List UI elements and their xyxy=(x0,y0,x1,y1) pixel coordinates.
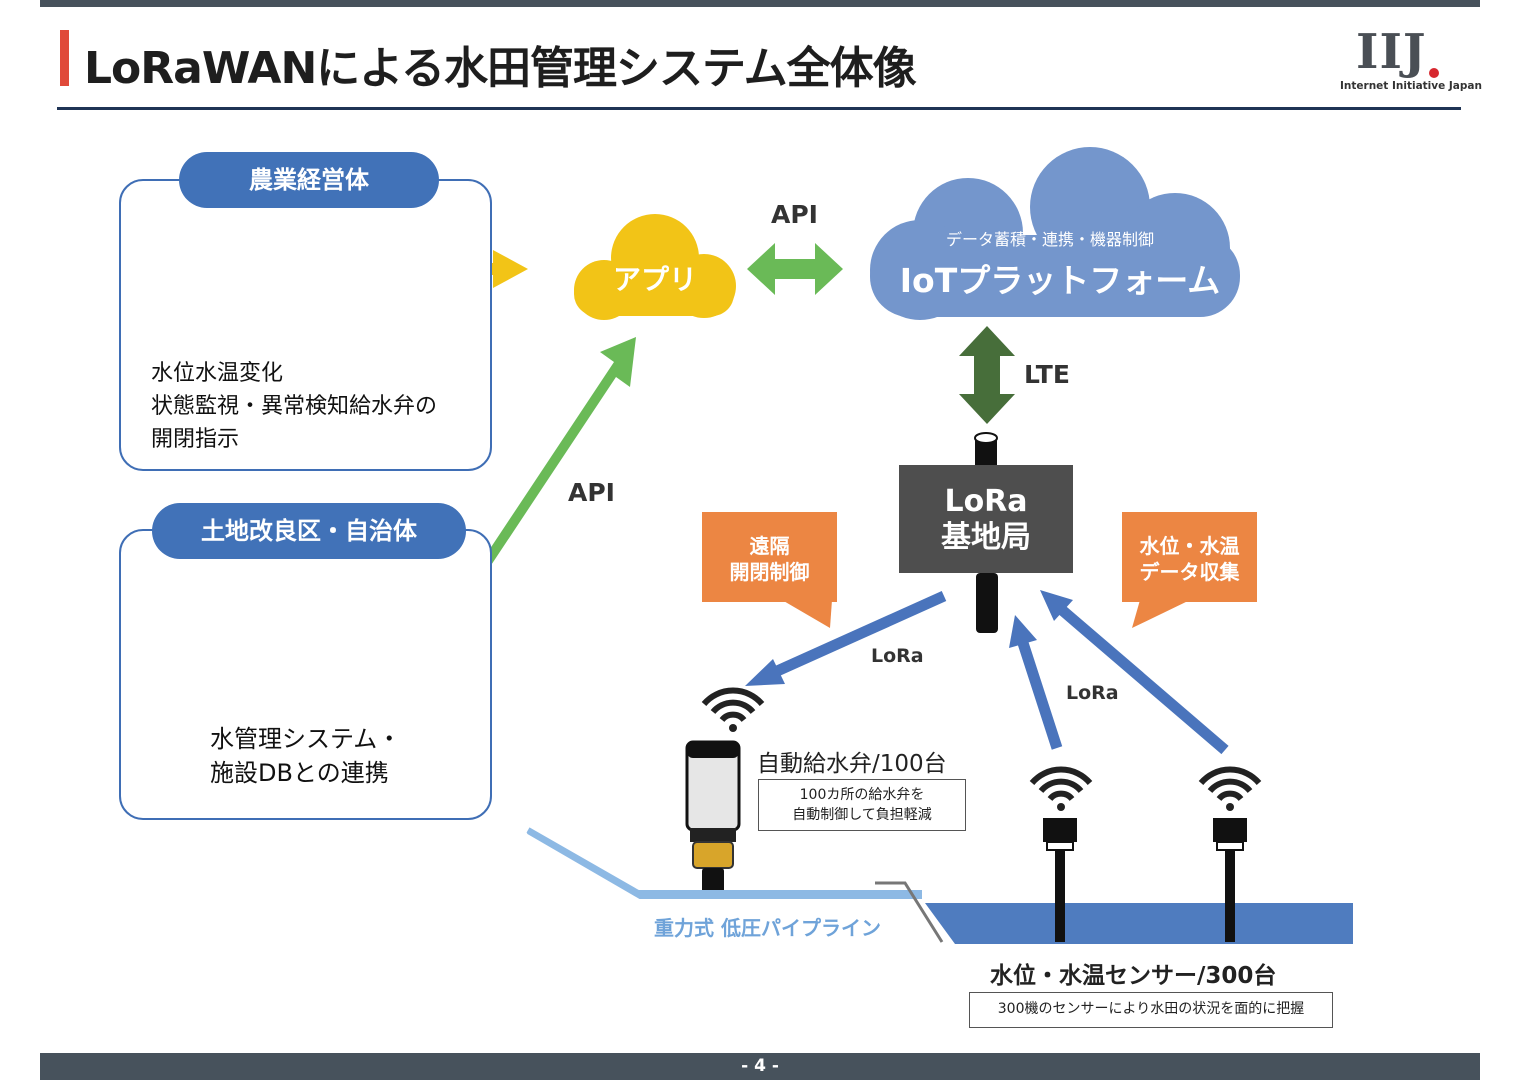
valve-note: 100カ所の給水弁を 自動制御して負担軽減 xyxy=(758,779,966,831)
valve-wifi-icon xyxy=(704,691,762,732)
municipality-panel-text: 水管理システム・ 施設DBとの連携 xyxy=(210,722,401,790)
sensor-wifi-icon xyxy=(1201,770,1259,811)
valve-note-line: 自動制御して負担軽減 xyxy=(792,807,932,823)
logo-text: Internet Initiative Japan xyxy=(1340,80,1482,92)
sensor-title: 水位・水温センサー/300台 xyxy=(990,963,1277,989)
base-station-line1: LoRa xyxy=(944,484,1028,519)
iij-logo: IIJ Internet Initiative Japan xyxy=(1340,24,1482,96)
api-label-diagonal: API xyxy=(568,478,615,507)
water-sensor-icon xyxy=(1043,818,1077,942)
title-accent-bar xyxy=(60,30,69,86)
valve-title: 自動給水弁/100台 xyxy=(757,751,947,777)
lte-double-arrow xyxy=(959,326,1015,424)
lora-base-station: LoRa 基地局 xyxy=(899,465,1073,573)
api-double-arrow xyxy=(747,243,843,295)
lora-arrow-from-sensor-2 xyxy=(1040,590,1229,755)
app-cloud-icon xyxy=(574,214,736,320)
farmer-panel-line: 開閉指示 xyxy=(151,427,240,452)
app-label: アプリ xyxy=(612,263,697,296)
lora-label-left: LoRa xyxy=(871,645,924,667)
data-collection-line: 水位・水温 xyxy=(1139,534,1240,558)
farmer-panel xyxy=(119,179,492,471)
pipeline-icon xyxy=(526,827,944,943)
remote-control-line: 遠隔 xyxy=(749,534,790,558)
remote-control-line: 開閉制御 xyxy=(729,560,810,584)
municipality-panel-header: 土地改良区・自治体 xyxy=(152,503,466,559)
water-sensor-icon xyxy=(1213,818,1247,942)
data-collection-text: 水位・水温 データ収集 xyxy=(1122,533,1257,585)
pipeline-label: 重力式 低圧パイプライン xyxy=(654,916,881,940)
logo-dot xyxy=(1429,68,1439,78)
municipality-panel-line: 水管理システム・ xyxy=(210,725,402,753)
farmer-panel-text: 水位水温変化 状態監視・異常検知給水弁の 開閉指示 xyxy=(151,357,437,456)
api-label-top: API xyxy=(771,200,818,229)
page-title: LoRaWANによる水田管理システム全体像 xyxy=(84,43,917,94)
valve-note-line: 100カ所の給水弁を xyxy=(799,787,925,803)
iot-caption: データ蓄積・連携・機器制御 xyxy=(945,230,1154,249)
farmer-panel-line: 状態監視・異常検知給水弁の xyxy=(151,394,438,419)
lora-label-right: LoRa xyxy=(1066,682,1119,704)
bottom-bar xyxy=(40,1053,1480,1080)
lora-arrow-from-sensor-1 xyxy=(1009,615,1063,750)
base-station-antenna xyxy=(974,432,998,633)
iot-cloud-icon xyxy=(870,147,1240,320)
iot-platform-label: IoTプラットフォーム xyxy=(899,261,1221,300)
farmer-panel-line: 水位水温変化 xyxy=(151,361,284,386)
lora-arrow-to-valve xyxy=(745,590,947,686)
remote-control-text: 遠隔 開閉制御 xyxy=(702,533,837,585)
sensor-note: 300機のセンサーにより水田の状況を面的に把握 xyxy=(969,992,1333,1028)
sensor-wifi-icon xyxy=(1032,770,1090,811)
top-bar xyxy=(40,0,1480,7)
farmer-panel-header: 農業経営体 xyxy=(179,152,439,208)
title-rule xyxy=(57,107,1461,110)
base-station-line2: 基地局 xyxy=(941,520,1031,555)
municipality-panel-line: 施設DBとの連携 xyxy=(210,759,389,787)
remote-control-callout xyxy=(702,512,837,628)
page-number: - 4 - xyxy=(741,1056,779,1076)
lte-label: LTE xyxy=(1024,360,1070,389)
data-collection-callout xyxy=(1122,512,1257,628)
water-valve-icon xyxy=(685,740,741,896)
logo-mark: IIJ xyxy=(1356,24,1427,80)
data-collection-line: データ収集 xyxy=(1139,560,1240,584)
paddy-water xyxy=(925,903,1353,944)
